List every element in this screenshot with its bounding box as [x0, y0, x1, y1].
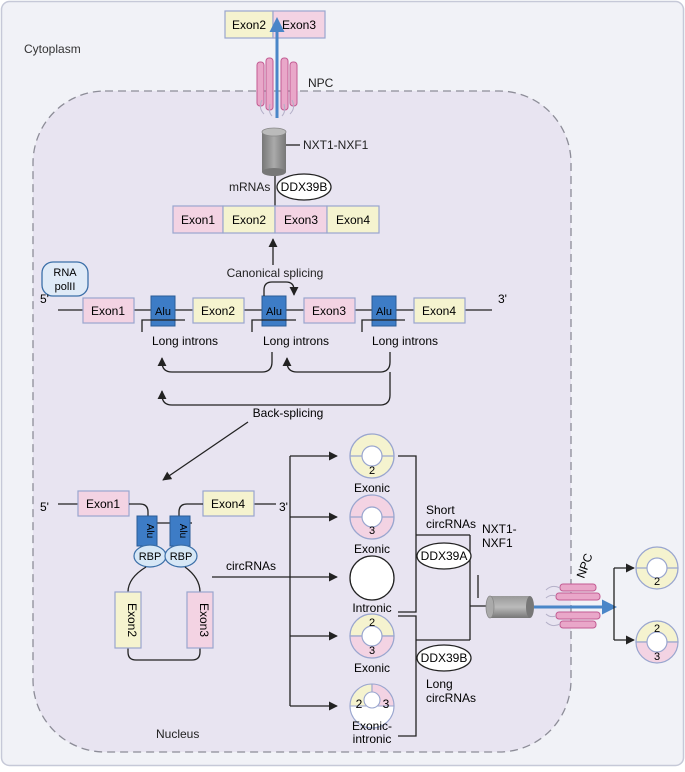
- exonic-label: Exonic: [354, 481, 390, 495]
- nxt1-nxf1-lower-label: NXT1-: [482, 522, 517, 536]
- long-introns-label: Long introns: [152, 334, 218, 348]
- exonic-label: Exonic: [354, 542, 390, 556]
- ddx39a-oval: [416, 542, 472, 570]
- npc-top-icon: [256, 17, 298, 118]
- grouping-brackets: [398, 455, 490, 737]
- circle-number: 2: [369, 617, 375, 629]
- exon-label: Exon2: [232, 18, 266, 32]
- bs-exons: Exon1 Exon4: [77, 490, 255, 517]
- alu-label: Alu: [155, 306, 171, 318]
- cytoplasm-label: Cytoplasm: [24, 42, 81, 56]
- pre-mrna-exons: Exon1 Exon2 Exon3 Exon4: [82, 297, 466, 324]
- exonic-intronic-label: Exonic-: [352, 719, 392, 733]
- nxt1-nxf1-lower-icon: [485, 595, 534, 619]
- alu-label: Alu: [376, 306, 392, 318]
- circle-number: 3: [383, 697, 390, 711]
- alu-label: Alu: [266, 306, 282, 318]
- short-circrnas-label: Short: [426, 503, 455, 517]
- ddx39b-top-label: DDX39B: [281, 180, 328, 194]
- exon-label: Exon4: [336, 213, 370, 227]
- rna-polii-label: RNA: [53, 267, 77, 279]
- exon-label: Exon2: [201, 304, 235, 318]
- ddx39b-top-oval: [276, 173, 332, 201]
- mrnas-label: mRNAs: [229, 180, 270, 194]
- three-prime-label: 3': [498, 292, 507, 306]
- rna-polii-label: polII: [55, 281, 76, 293]
- circrnas-label: circRNAs: [226, 559, 276, 573]
- five-prime-label: 5': [40, 500, 49, 514]
- nucleus-region: [32, 90, 572, 753]
- circle-number: 2: [356, 697, 363, 711]
- five-prime-label: 5': [40, 292, 49, 306]
- mature-mrna: Exon1 Exon2 Exon3 Exon4: [172, 205, 380, 234]
- circ-exonic-2-3: 2 3: [349, 613, 395, 659]
- bs-vertical-exons: Exon2 Exon3: [114, 591, 214, 649]
- exon-label: Exon1: [91, 304, 125, 318]
- exported-circ-2: 2: [635, 546, 679, 590]
- circle-number: 2: [654, 623, 660, 635]
- rbp-pair: RBP RBP: [133, 544, 198, 568]
- circ-exonic-intronic: 2 3: [349, 683, 395, 729]
- branch-arrows: [289, 451, 338, 711]
- exonic-intronic-label: intronic: [353, 732, 392, 746]
- nxt1-nxf1-lower-label: NXF1: [482, 536, 513, 550]
- nxt1-nxf1-top-label: NXT1-NXF1: [303, 138, 369, 152]
- alu-label: Alu: [144, 524, 155, 538]
- exported-mrna: Exon2 Exon3: [224, 10, 326, 39]
- back-splicing-arrow: [162, 421, 249, 481]
- circle-number: 3: [369, 525, 375, 537]
- bs-alu: Alu Alu: [136, 515, 191, 547]
- bs-loop: [127, 566, 201, 661]
- exon-label: Exon3: [282, 18, 316, 32]
- alu-label: Alu: [177, 524, 188, 538]
- circ-intronic: [349, 555, 395, 601]
- long-introns-label: Long introns: [263, 334, 329, 348]
- alu-elements: Alu Alu Alu: [150, 295, 397, 327]
- exon-label: Exon3: [284, 213, 318, 227]
- exon-label: Exon2: [125, 603, 139, 637]
- rbp-label: RBP: [139, 551, 162, 563]
- canonical-splice-loop: [263, 281, 299, 296]
- circle-number: 3: [654, 651, 660, 663]
- rna-polii-shape: [41, 261, 89, 297]
- back-splicing-arrows: [157, 352, 391, 406]
- exon-label: Exon1: [181, 213, 215, 227]
- exon-label: Exon4: [422, 304, 456, 318]
- circ-exonic-3: 3: [349, 494, 395, 540]
- rbp-label: RBP: [170, 551, 193, 563]
- exon-box: [224, 10, 274, 39]
- ddx39b-bottom-label: DDX39B: [421, 651, 468, 665]
- exon-box: [272, 10, 326, 39]
- exon-label: Exon3: [197, 603, 211, 637]
- export-branch: [613, 563, 635, 645]
- exonic-label: Exonic: [354, 661, 390, 675]
- circle-number: 2: [654, 576, 660, 588]
- ddx39b-bottom-oval: [416, 644, 472, 672]
- npc-lower-icon: [534, 583, 617, 629]
- canonical-splicing-label: Canonical splicing: [227, 266, 324, 280]
- npc-top-label: NPC: [308, 76, 334, 90]
- exon-label: Exon2: [232, 213, 266, 227]
- long-circrnas-label: Long: [426, 677, 453, 691]
- three-prime-label: 3': [279, 500, 288, 514]
- exon-label: Exon4: [211, 497, 245, 511]
- exon-label: Exon3: [312, 304, 346, 318]
- circle-number: 3: [369, 645, 375, 657]
- circ-exonic-2: 2: [349, 433, 395, 479]
- back-splicing-label: Back-splicing: [253, 406, 324, 420]
- nucleus-label: Nucleus: [156, 727, 199, 741]
- exon-label: Exon1: [86, 497, 120, 511]
- exported-circ-2-3: 2 3: [635, 620, 679, 664]
- intronic-label: Intronic: [352, 601, 391, 615]
- short-circrnas-label: circRNAs: [426, 517, 476, 531]
- nxt1-nxf1-top-icon: [261, 127, 300, 206]
- long-circrnas-label: circRNAs: [426, 691, 476, 705]
- ddx39a-label: DDX39A: [421, 549, 468, 563]
- long-introns-label: Long introns: [372, 334, 438, 348]
- circle-number: 2: [369, 465, 375, 477]
- intron-brackets: [141, 319, 405, 332]
